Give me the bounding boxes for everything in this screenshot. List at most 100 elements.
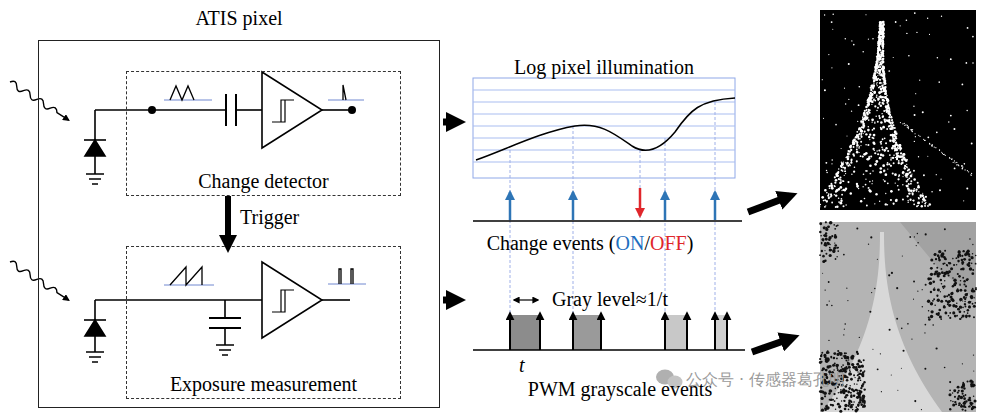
noise-dot [831, 357, 833, 359]
noise-dot [975, 263, 977, 265]
event-dot [886, 163, 888, 165]
event-dot [865, 115, 867, 117]
event-dot [968, 171, 969, 172]
event-dot [822, 79, 823, 80]
event-dot [906, 159, 908, 161]
event-dot [883, 179, 884, 180]
noise-dot [963, 296, 965, 298]
event-dot [850, 159, 852, 161]
event-dot [872, 180, 873, 181]
event-dot [844, 170, 846, 172]
noise-dot [891, 272, 893, 274]
event-dot [904, 159, 906, 161]
event-dot [879, 34, 881, 36]
noise-dot [933, 263, 934, 264]
event-dot [879, 41, 881, 43]
noise-dot [949, 389, 951, 391]
noise-dot [856, 363, 859, 366]
event-dot [873, 72, 876, 75]
event-dot [872, 91, 873, 92]
event-dot [893, 137, 895, 139]
noise-dot [821, 409, 824, 412]
noise-dot [853, 395, 856, 398]
noise-dot [896, 318, 898, 320]
event-dot [844, 175, 845, 176]
event-dot [824, 206, 826, 208]
event-dot [844, 168, 845, 169]
event-dot [918, 197, 920, 199]
event-dot [831, 185, 832, 186]
noise-dot [964, 410, 966, 412]
noise-dot [955, 403, 957, 405]
noise-dot [853, 374, 855, 376]
event-dot [924, 203, 926, 205]
event-dot [882, 67, 885, 70]
noise-dot [853, 401, 855, 403]
event-dot [892, 129, 893, 130]
event-dot [850, 144, 852, 146]
event-dot [874, 98, 875, 99]
event-dot [824, 189, 826, 191]
noise-dot [822, 367, 825, 370]
event-dot [877, 56, 878, 57]
event-dot [862, 122, 865, 125]
event-dot [927, 205, 929, 207]
noise-dot [829, 247, 831, 249]
event-dot [840, 181, 842, 183]
circuit-wire [95, 110, 350, 345]
event-dot [841, 169, 843, 171]
noise-dot [963, 401, 966, 404]
event-dot [908, 184, 909, 185]
event-dot [888, 126, 890, 128]
event-dot [911, 174, 912, 175]
event-dot [881, 113, 882, 114]
noise-dot [940, 300, 943, 303]
event-dot [882, 66, 885, 69]
event-dot [884, 80, 885, 81]
event-dot [831, 67, 832, 68]
event-dot [840, 165, 842, 167]
event-dot [858, 86, 860, 88]
event-dot [848, 150, 851, 153]
event-dot [890, 157, 892, 159]
noise-dot [952, 311, 955, 314]
event-dot [882, 96, 884, 98]
event-dot [868, 109, 869, 110]
noise-dot [857, 392, 860, 395]
event-dot [845, 162, 846, 163]
event-dot [962, 84, 964, 86]
event-dot [878, 40, 881, 43]
noise-dot [963, 258, 966, 261]
event-dot [860, 200, 862, 202]
noise-dot [950, 400, 952, 402]
noise-dot [854, 383, 855, 384]
noise-dot [968, 255, 970, 257]
event-dot [872, 88, 874, 90]
noise-dot [959, 318, 961, 320]
event-dot [879, 21, 881, 23]
noise-dot [827, 225, 830, 228]
event-dot [889, 114, 891, 116]
event-dot [857, 121, 858, 122]
event-dot [878, 58, 881, 61]
noise-dot [846, 368, 848, 370]
noise-dot [963, 311, 965, 313]
noise-dot [836, 225, 838, 227]
noise-dot [963, 296, 965, 298]
event-dot [867, 113, 869, 115]
noise-dot [874, 288, 875, 289]
comparator-symbol-part [272, 290, 294, 312]
noise-dot [834, 400, 836, 402]
noise-dot [934, 270, 937, 273]
event-dot [826, 200, 827, 201]
noise-dot [963, 387, 965, 389]
event-dot [875, 160, 878, 163]
event-dot [911, 191, 912, 192]
event-dot [883, 77, 886, 80]
off-label: OFF [650, 232, 687, 254]
noise-dot [961, 259, 964, 262]
event-dot [908, 128, 909, 129]
noise-dot [953, 279, 956, 282]
noise-dot [819, 222, 822, 225]
